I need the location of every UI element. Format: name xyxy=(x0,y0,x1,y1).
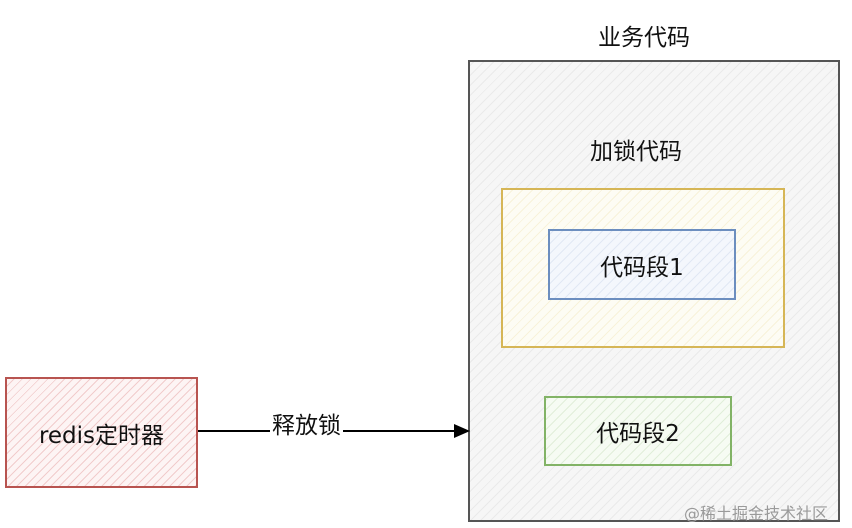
redis-timer-box: redis定时器 xyxy=(5,377,198,488)
business-code-title: 业务代码 xyxy=(598,25,690,51)
lock-code-box xyxy=(501,188,785,348)
code-segment-1: 代码段1 xyxy=(548,229,736,300)
lock-code-label: 加锁代码 xyxy=(590,139,682,165)
code-segment-2-label: 代码段2 xyxy=(596,421,680,447)
release-lock-label: 释放锁 xyxy=(270,406,343,440)
code-segment-1-label: 代码段1 xyxy=(600,254,684,281)
watermark: @稀土掘金技术社区 xyxy=(684,504,829,523)
code-segment-2: 代码段2 xyxy=(544,396,732,466)
redis-timer-label: redis定时器 xyxy=(38,422,165,449)
